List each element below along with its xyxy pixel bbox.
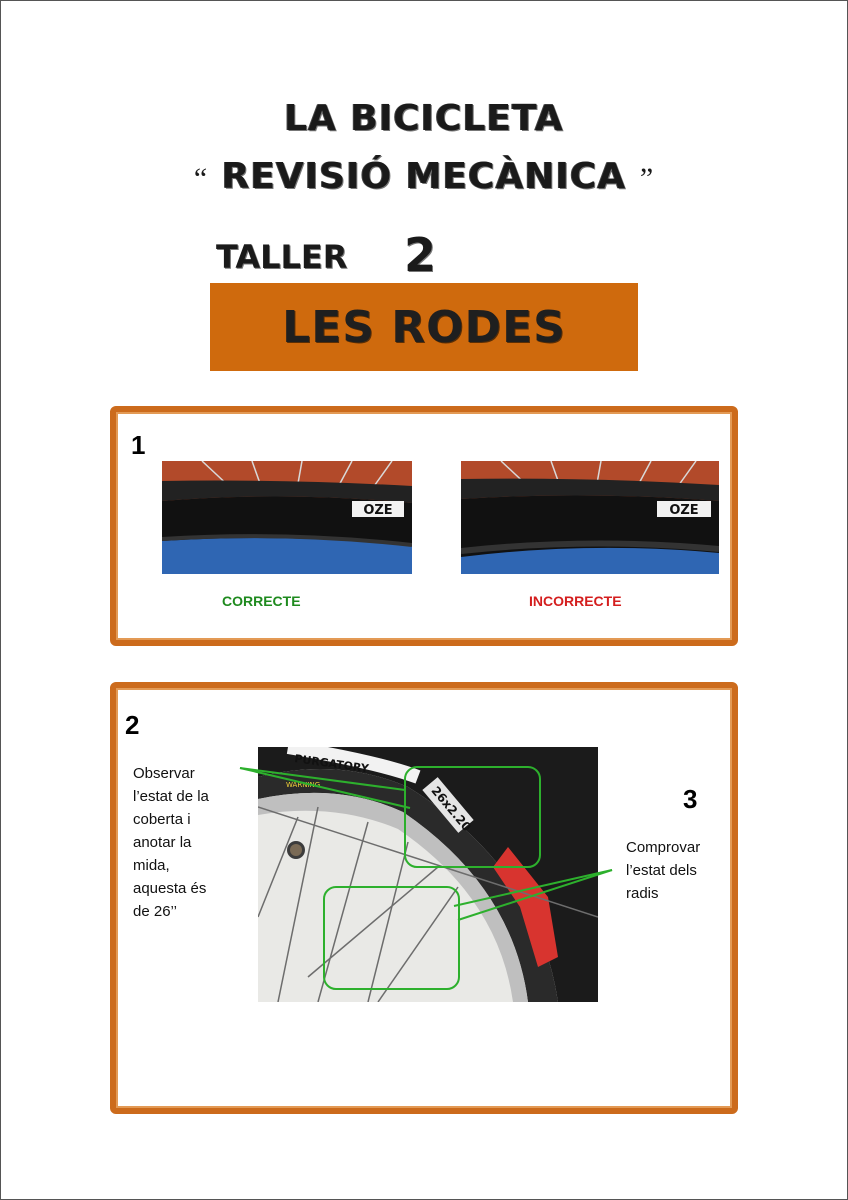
section-3-number: 3 <box>683 784 698 814</box>
banner-title: LES RODES <box>282 301 566 353</box>
title-line-2: “ REVISIÓ MECÀNICA ” <box>0 156 848 197</box>
incorrect-label: INCORRECTE <box>529 593 622 609</box>
taller-label: TALLER <box>216 238 348 276</box>
tyre-brand-text-2: OZE <box>669 503 698 518</box>
note-line: coberta i <box>133 811 191 828</box>
tyre-brand-text: OZE <box>363 503 392 518</box>
note-line: l’estat dels <box>626 862 697 879</box>
note-line: Comprovar <box>626 839 701 856</box>
correct-label: CORRECTE <box>222 593 301 609</box>
note-line: anotar la <box>133 834 192 851</box>
wheel-photo: PURGATORY 26x2.20 WARNING <box>258 747 598 1002</box>
tyre-correct-image: OZE <box>162 461 412 574</box>
title-revisio: REVISIÓ MECÀNICA <box>221 156 627 197</box>
tyre-incorrect-image: OZE <box>461 461 719 574</box>
note-line: aquesta és <box>133 880 207 897</box>
note-line: radis <box>626 885 659 902</box>
note-line: de 26’’ <box>133 903 177 920</box>
section-2-number: 2 <box>125 710 140 740</box>
note-line: mida, <box>133 857 170 874</box>
title-line-1: LA BICICLETA <box>284 98 564 139</box>
tyre-photo-incorrect: OZE <box>461 461 719 574</box>
note-line: l’estat de la <box>133 788 209 805</box>
section-1-number: 1 <box>131 430 146 460</box>
section-2-frame <box>110 682 738 1114</box>
warning-label: WARNING <box>286 781 320 789</box>
section-1-frame <box>110 406 738 646</box>
wheel-image: PURGATORY 26x2.20 WARNING <box>258 747 598 1002</box>
taller-number: 2 <box>404 228 437 282</box>
tyre-inspection-note: Observar l’estat de la coberta i anotar … <box>133 762 243 923</box>
open-quote: “ <box>193 162 209 195</box>
spokes-inspection-note: Comprovar l’estat dels radis <box>626 836 726 905</box>
tyre-photo-correct: OZE <box>162 461 412 574</box>
close-quote: ” <box>639 162 655 195</box>
note-line: Observar <box>133 765 195 782</box>
section-banner: LES RODES <box>210 283 638 371</box>
